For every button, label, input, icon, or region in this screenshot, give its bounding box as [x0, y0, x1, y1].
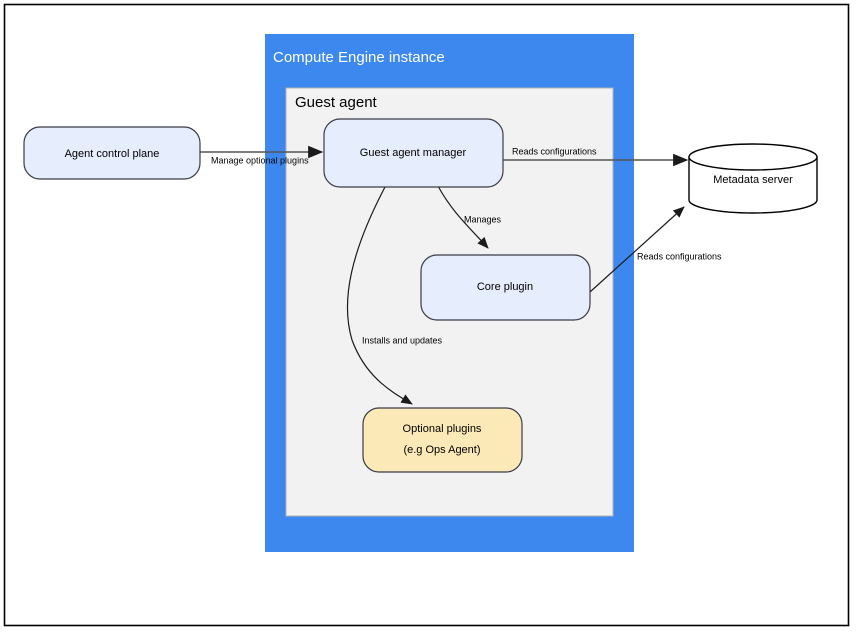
edge-manager-to-metadata: Reads configurations: [503, 146, 689, 167]
optional-plugins-box[interactable]: [362, 407, 523, 473]
metadata-server-body[interactable]: [688, 156, 818, 214]
node-core-plugin[interactable]: Core plugin: [420, 254, 591, 321]
core-plugin-label: Core plugin: [477, 281, 533, 293]
edge-control-plane-to-manager: Manage optional plugins: [200, 145, 324, 165]
edge-manager-to-core-plugin: Manages: [437, 185, 502, 249]
node-agent-control-plane[interactable]: Agent control plane: [23, 126, 201, 180]
edge-manager-to-optional-plugins-label: Installs and updates: [362, 335, 443, 345]
page-frame: [3, 3, 850, 627]
edge-manager-to-optional-plugins-line: [346, 186, 413, 405]
edge-core-plugin-to-metadata-line: [589, 206, 685, 293]
edge-core-plugin-to-metadata-label: Reads configurations: [637, 251, 722, 261]
edge-manager-to-metadata-label: Reads configurations: [512, 146, 597, 156]
edge-manager-to-core-plugin-label: Manages: [464, 214, 502, 224]
edge-control-plane-to-manager-label: Manage optional plugins: [211, 155, 309, 165]
guest-agent-manager-box[interactable]: [323, 118, 504, 188]
optional-plugins-label-line1: Optional plugins: [403, 423, 482, 435]
guest-agent-manager-label: Guest agent manager: [360, 147, 467, 159]
node-optional-plugins[interactable]: Optional plugins (e.g Ops Agent): [362, 407, 523, 473]
metadata-server-top[interactable]: [688, 143, 818, 171]
node-metadata-server[interactable]: Metadata server: [688, 143, 818, 214]
agent-control-plane-label: Agent control plane: [65, 148, 160, 160]
agent-control-plane-box[interactable]: [23, 126, 201, 180]
edge-core-plugin-to-metadata: Reads configurations: [589, 206, 722, 293]
edge-manager-to-core-plugin-line: [437, 185, 489, 249]
core-plugin-box[interactable]: [420, 254, 591, 321]
guest-agent-title: Guest agent: [295, 94, 378, 111]
metadata-server-label: Metadata server: [713, 174, 793, 186]
node-guest-agent-manager[interactable]: Guest agent manager: [323, 118, 504, 188]
edge-manager-to-optional-plugins: Installs and updates: [346, 186, 443, 405]
compute-engine-instance-title: Compute Engine instance: [273, 49, 445, 66]
optional-plugins-label-line2: (e.g Ops Agent): [403, 444, 480, 456]
